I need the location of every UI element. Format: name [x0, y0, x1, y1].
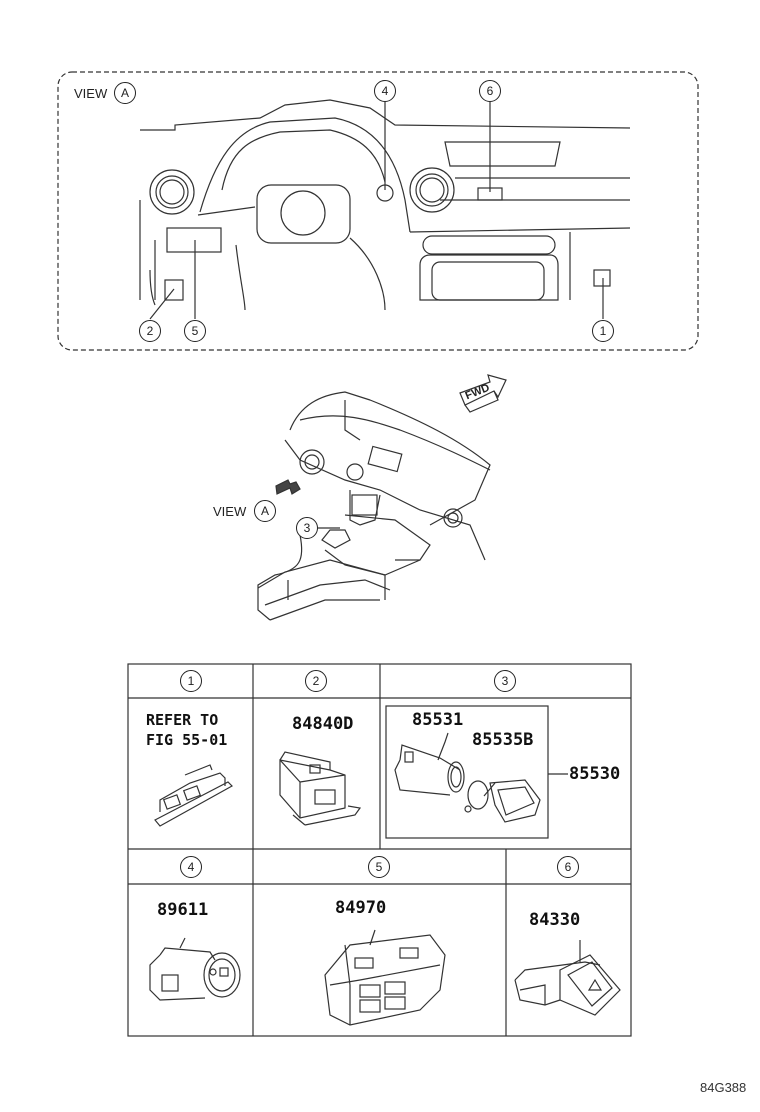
table-header-6: 6 — [557, 856, 579, 878]
part-2-sketch — [279, 751, 362, 826]
fwd-arrow — [459, 374, 507, 406]
table-header-5: 5 — [368, 856, 390, 878]
view-label-top: VIEW — [74, 86, 108, 101]
callout-3: 3 — [296, 517, 318, 539]
table-header-2: 2 — [305, 670, 327, 692]
part-6-sketch — [514, 940, 621, 1016]
table-header-4: 4 — [180, 856, 202, 878]
interior-perspective-drawing — [257, 391, 491, 621]
part-5-sketch — [324, 929, 446, 1026]
cell-1-ref-line1: REFER TO — [146, 711, 219, 729]
view-letter-top: A — [114, 82, 136, 104]
callout-5: 5 — [184, 320, 206, 342]
table-header-1: 1 — [180, 670, 202, 692]
part-number-89611: 89611 — [157, 900, 209, 920]
part-number-84840D: 84840D — [292, 714, 354, 734]
part-number-84970: 84970 — [335, 898, 387, 918]
view-a-arrow — [275, 479, 301, 495]
part-number-84330: 84330 — [529, 910, 581, 930]
part-number-85530: 85530 — [569, 764, 621, 784]
part-number-85531: 85531 — [412, 710, 464, 730]
figure-code: 84G388 — [700, 1080, 747, 1095]
parts-table-grid — [127, 663, 632, 1037]
table-header-3: 3 — [494, 670, 516, 692]
part-1-sketch — [154, 764, 233, 827]
cell-1-ref-line2: FIG 55-01 — [146, 731, 228, 749]
view-a-frame — [57, 71, 699, 351]
part-3-sketch — [394, 732, 568, 823]
part-4-sketch — [149, 937, 241, 1001]
part-number-85535B: 85535B — [472, 730, 534, 750]
view-letter-bottom: A — [254, 500, 276, 522]
callout-1: 1 — [592, 320, 614, 342]
dashboard-view-a — [139, 99, 631, 311]
view-label-bottom: VIEW — [213, 504, 247, 519]
callout-2: 2 — [139, 320, 161, 342]
callout-4: 4 — [374, 80, 396, 102]
callout-6: 6 — [479, 80, 501, 102]
